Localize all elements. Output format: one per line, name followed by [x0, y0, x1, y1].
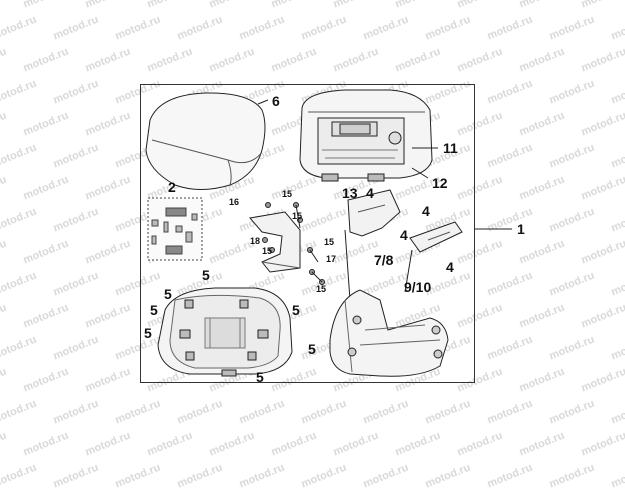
- callout-15-b: 15: [292, 211, 303, 221]
- top-case: [299, 89, 438, 182]
- callout-16: 16: [229, 197, 240, 207]
- callout-13: 13: [342, 185, 358, 201]
- callout-4-a: 4: [366, 185, 374, 201]
- diagram-frame: [140, 84, 475, 383]
- callout-5-g: 5: [256, 369, 264, 385]
- callout-1: 1: [517, 221, 525, 237]
- callout-12: 12: [432, 175, 448, 191]
- callout-4-b: 4: [422, 203, 430, 219]
- callout-11: 11: [443, 140, 458, 156]
- callout-5-d: 5: [144, 325, 152, 341]
- callout-15-d: 15: [324, 237, 335, 247]
- callout-15-a: 15: [282, 189, 293, 199]
- callout-17: 17: [326, 254, 337, 264]
- parts-drawing: [145, 89, 512, 377]
- callout-4-c: 4: [400, 227, 408, 243]
- callout-7-8: 7/8: [374, 252, 394, 268]
- callout-15-e: 15: [316, 284, 327, 294]
- seat-cushion: [145, 92, 269, 190]
- callout-5-c: 5: [150, 302, 158, 318]
- callout-18: 18: [250, 236, 261, 246]
- callout-6: 6: [272, 93, 280, 109]
- callout-9-10: 9/10: [404, 279, 432, 295]
- callout-5-b: 5: [164, 286, 172, 302]
- side-bracket-assembly: [329, 189, 463, 377]
- callout-5-f: 5: [308, 341, 316, 357]
- mounting-bracket: [249, 202, 325, 285]
- callout-5-e: 5: [292, 302, 300, 318]
- base-plate: [157, 287, 293, 377]
- callout-15-c: 15: [262, 246, 273, 256]
- callout-4-d: 4: [446, 259, 454, 275]
- callout-5-a: 5: [202, 267, 210, 283]
- parts-card-2: [147, 197, 203, 261]
- callout-2: 2: [168, 179, 176, 195]
